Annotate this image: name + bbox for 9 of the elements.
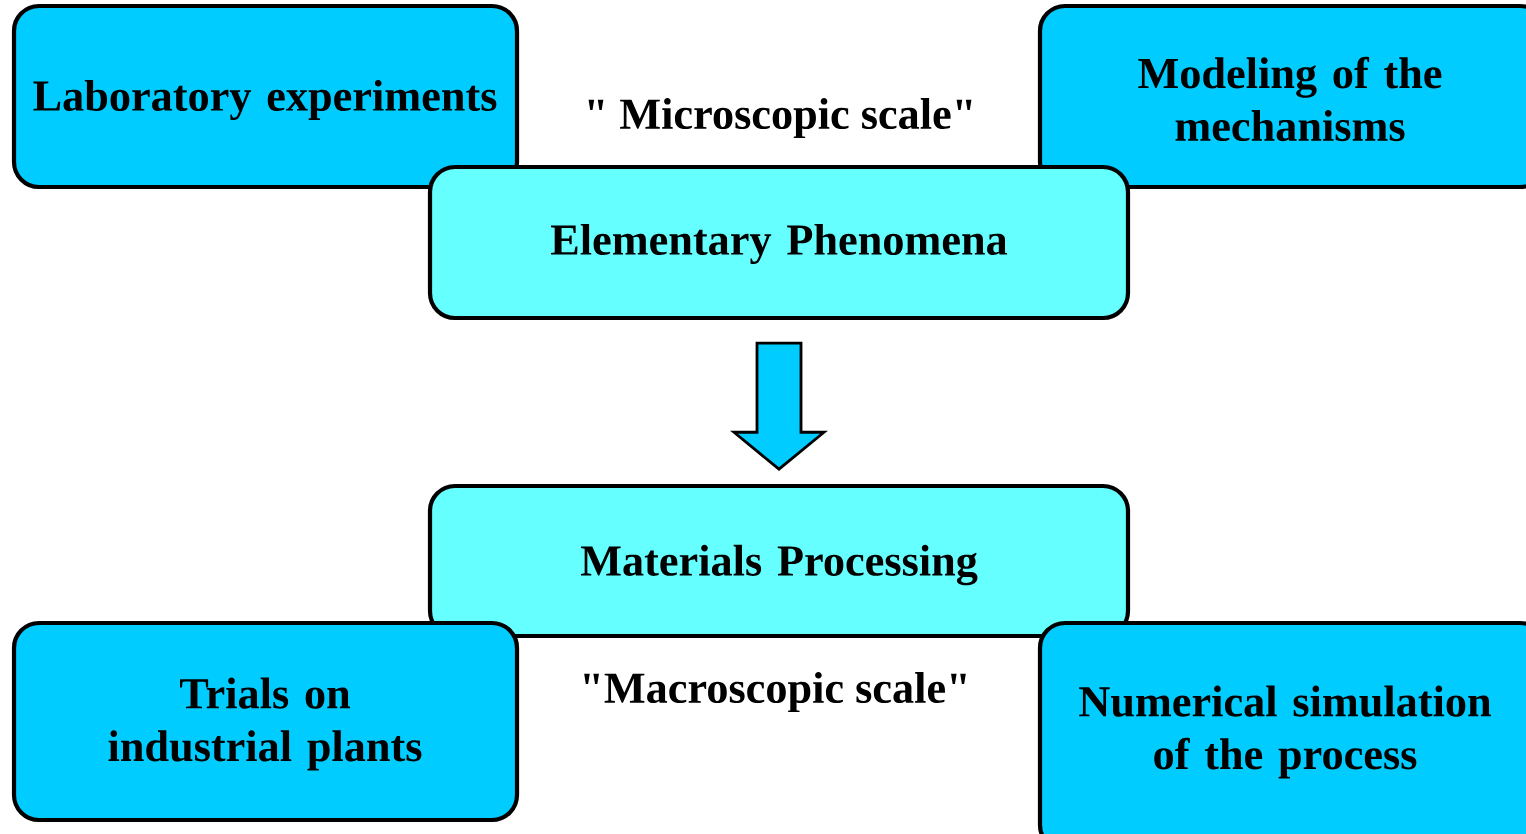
process-box: Materials Processing bbox=[427, 483, 1131, 639]
process-box: Numerical simulation of the process bbox=[1037, 620, 1526, 834]
process-box: Laboratory experiments bbox=[11, 3, 520, 190]
process-box: Trials on industrial plants bbox=[11, 620, 520, 823]
scale-label: " Microscopic scale" bbox=[588, 97, 972, 139]
process-box: Elementary Phenomena bbox=[427, 164, 1131, 321]
process-box: Modeling of the mechanisms bbox=[1037, 3, 1526, 190]
block-arrow bbox=[730, 341, 828, 471]
scale-label: "Macroscopic scale" bbox=[584, 671, 966, 713]
